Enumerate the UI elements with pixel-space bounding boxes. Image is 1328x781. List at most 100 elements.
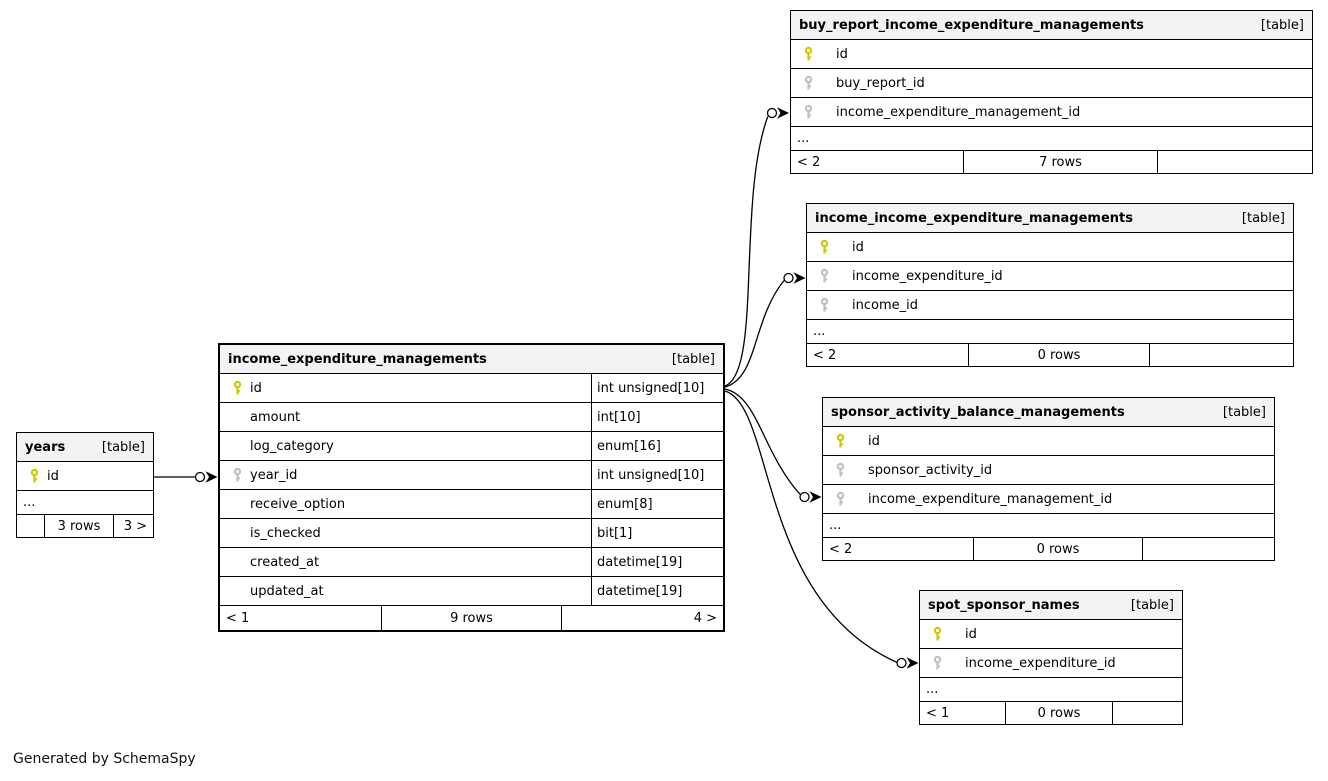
column-name: id: [250, 380, 262, 396]
column-name: is_checked: [250, 525, 321, 541]
ellipsis-text: ...: [23, 495, 36, 510]
table-footer: < 1 0 rows: [920, 701, 1182, 724]
table-footer: < 2 7 rows: [791, 150, 1312, 173]
column-row-id: id: [823, 426, 1274, 455]
ellipsis-text: ...: [829, 518, 842, 533]
primary-key-icon: [29, 468, 40, 484]
relation-years-to-year-id: [154, 471, 218, 483]
footer-center-cell: 0 rows: [1005, 702, 1112, 724]
footer-center-cell: 9 rows: [381, 606, 561, 630]
footer-left-cell: < 1: [926, 705, 950, 721]
column-row-id: id: [807, 232, 1293, 261]
column-type: enum[16]: [591, 432, 723, 460]
generated-by-note: Generated by SchemaSpy: [13, 751, 196, 767]
foreign-key-icon: [835, 462, 846, 478]
footer-left-cell: < 2: [829, 541, 853, 557]
zero-or-one-circle: [799, 491, 810, 503]
column-row-id: id: [920, 619, 1182, 648]
column-row-income_expenditure_management_id: income_expenditure_management_id: [791, 97, 1312, 126]
footer-center-cell: 7 rows: [963, 151, 1157, 173]
table-type-badge: [table]: [1130, 597, 1174, 613]
table-name: income_income_expenditure_managements: [815, 210, 1133, 226]
relation-id-to-spot-sponsor: [724, 390, 919, 669]
hidden-columns-ellipsis-row: ...: [17, 490, 153, 514]
footer-center-cell: 0 rows: [968, 344, 1149, 366]
table-header-years[interactable]: years[table]: [17, 433, 153, 461]
column-row-income_expenditure_id: income_expenditure_id: [920, 648, 1182, 677]
arrowhead-icon: [205, 471, 218, 483]
table-header-spot_sponsor_names[interactable]: spot_sponsor_names[table]: [920, 591, 1182, 619]
primary-key-icon: [232, 380, 243, 396]
column-type: bit[1]: [591, 519, 723, 547]
foreign-key-icon: [819, 297, 830, 313]
table-node-sponsor_activity_balance_managements[interactable]: sponsor_activity_balance_managements[tab…: [822, 397, 1275, 561]
arrowhead-icon: [809, 491, 822, 503]
zero-or-one-circle: [896, 657, 907, 669]
table-header-sponsor_activity_balance_managements[interactable]: sponsor_activity_balance_managements[tab…: [823, 398, 1274, 426]
table-type-badge: [table]: [1241, 210, 1285, 226]
column-row-is_checked: is_checked bit[1]: [220, 518, 723, 547]
hidden-columns-ellipsis-row: ...: [920, 677, 1182, 701]
footer-left-cell: [17, 515, 44, 537]
column-name: id: [868, 433, 880, 449]
column-type: int unsigned[10]: [591, 374, 723, 402]
primary-key-icon: [835, 433, 846, 449]
table-type-badge: [table]: [101, 439, 145, 455]
table-name: income_expenditure_managements: [228, 351, 487, 367]
column-row-id: id int unsigned[10]: [220, 373, 723, 402]
table-node-spot_sponsor_names[interactable]: spot_sponsor_names[table]id income_expend…: [919, 590, 1183, 725]
foreign-key-icon: [803, 75, 814, 91]
column-name: income_expenditure_id: [965, 655, 1116, 671]
column-name: income_expenditure_management_id: [868, 491, 1113, 507]
column-name: updated_at: [250, 583, 324, 599]
column-name: year_id: [250, 467, 298, 483]
table-type-badge: [table]: [671, 351, 715, 367]
zero-or-one-circle: [783, 272, 794, 284]
column-name: buy_report_id: [836, 75, 925, 91]
footer-right-cell: [1157, 151, 1312, 173]
footer-left-cell: < 1: [226, 610, 250, 626]
relation-id-to-buy-report: [724, 107, 789, 387]
column-name: receive_option: [250, 496, 346, 512]
table-type-badge: [table]: [1222, 404, 1266, 420]
table-header-buy_report_income_expenditure_managements[interactable]: buy_report_income_expenditure_management…: [791, 11, 1312, 39]
column-row-income_id: income_id: [807, 290, 1293, 319]
column-name: income_expenditure_management_id: [836, 104, 1081, 120]
relation-id-to-sponsor-activity: [724, 388, 822, 503]
table-type-badge: [table]: [1260, 17, 1304, 33]
footer-right-cell: [1142, 538, 1274, 560]
column-name: id: [852, 239, 864, 255]
column-type: enum[8]: [591, 490, 723, 518]
column-row-id: id: [17, 461, 153, 490]
ellipsis-text: ...: [797, 131, 810, 146]
table-header-income_expenditure_managements[interactable]: income_expenditure_managements [table]: [220, 345, 723, 373]
zero-or-one-circle: [194, 471, 206, 483]
foreign-key-icon: [819, 268, 830, 284]
footer-right-cell: [1149, 344, 1293, 366]
primary-key-icon: [819, 239, 830, 255]
zero-or-one-circle: [766, 107, 778, 119]
column-name: income_expenditure_id: [852, 268, 1003, 284]
ellipsis-text: ...: [813, 324, 826, 339]
table-header-income_income_expenditure_managements[interactable]: income_income_expenditure_managements [ta…: [807, 204, 1293, 232]
column-row-income_expenditure_id: income_expenditure_id: [807, 261, 1293, 290]
footer-center-cell: 3 rows: [44, 515, 113, 537]
table-node-income_income_expenditure_managements[interactable]: income_income_expenditure_managements [ta…: [806, 203, 1294, 367]
table-node-buy_report_income_expenditure_managements[interactable]: buy_report_income_expenditure_management…: [790, 10, 1313, 174]
foreign-key-icon: [932, 655, 943, 671]
footer-right-cell: [1112, 702, 1182, 724]
footer-left-cell: < 2: [797, 154, 821, 170]
column-name: created_at: [250, 554, 320, 570]
column-name: income_id: [852, 297, 918, 313]
hidden-columns-ellipsis-row: ...: [791, 126, 1312, 150]
relation-id-to-income-income: [724, 272, 806, 388]
